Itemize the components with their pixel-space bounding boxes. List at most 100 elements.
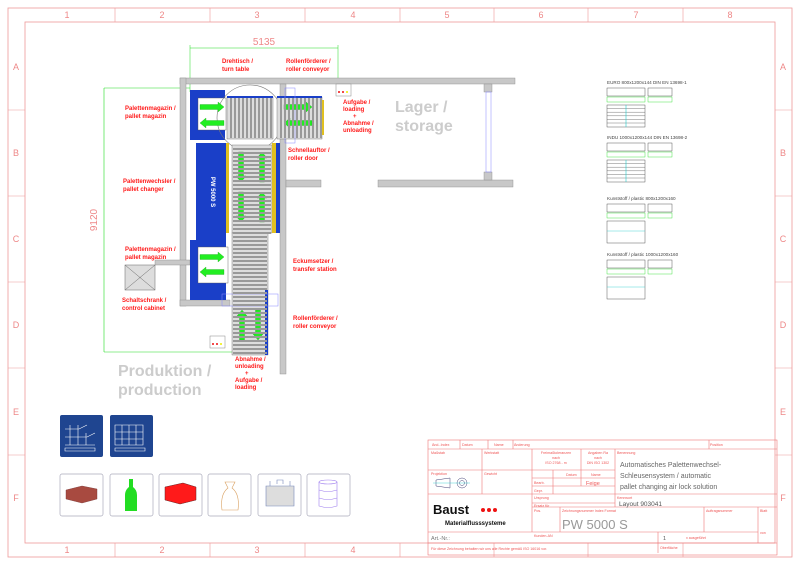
storage-area-label: Lager / storage [395,99,453,135]
tb-label: ISO 2768 - m [545,461,566,465]
label-line: loading [235,385,257,391]
col-label: 8 [727,10,732,20]
row-label: D [13,320,20,330]
label-roller-conveyor-bottom: Rollenförderer / roller conveyor [293,316,338,330]
conveyor-rollers [233,236,267,354]
machine-label: PW 5000 S [209,177,215,207]
label-line: Rollenförderer / [286,59,331,65]
indicator-light-icon [220,343,222,345]
indicator-light-icon [338,91,340,93]
designation-line: pallet changing air lock solution [620,484,717,491]
row-label: F [13,493,19,503]
pallet-spec-list: EURO 800x1200x144 DIN EN 13698-1 INDU 10… [606,80,688,300]
load-type-icons [59,415,351,517]
green-arrow-icon [199,117,225,129]
production-area-label: Produktion / production [118,363,212,399]
label-line: pallet magazin [125,255,167,261]
row-label: C [13,234,20,244]
tb-label: Maßstab [431,451,445,455]
tb-label: Oberfläche [660,546,678,550]
row-labels-right: A B C D E F [780,62,787,503]
label-line: unloading [235,364,264,370]
label-line: unloading [343,128,372,134]
tb-label: Blatt [760,509,767,513]
pallet-drawing [606,259,673,300]
designation-line: Automatisches Palettenwechsel- [620,462,722,469]
label-line: roller conveyor [286,67,330,73]
green-arrow-icon [199,101,225,113]
row-label: F [780,493,786,503]
row-label: A [13,62,19,72]
dimension-width-value: 5135 [253,37,276,48]
sack-icon [207,473,252,517]
article-number-label: Art.-Nr.: [431,536,450,542]
dimension-height-value: 9120 [89,208,100,231]
row-labels-left: A B C D E F [13,62,20,503]
pallet-spec-title: Kunststoff / plastic 1000x1200x160 [607,252,679,257]
row-label: B [780,148,786,158]
tb-label: Datum [566,473,577,477]
tb-label: Auftragsnummer [706,509,733,513]
tb-label: Projektion [431,472,447,476]
tb-label: DIN ISO 1302 [587,461,609,465]
label-line: Rollenförderer / [293,316,338,322]
label-line: + [245,371,249,377]
label-line: roller conveyor [293,324,337,330]
label-line: pallet magazin [125,114,167,120]
label-line: Palettenmagazin / [125,106,176,112]
label-line: Schnellauftor / [288,148,330,154]
tb-label: Änderung [514,443,530,447]
title-block: Änd.-Index Datum Name Änderung Position … [427,439,778,556]
tb-label: Pos. [534,509,541,513]
col-label: 1 [64,545,69,555]
label-line: Palettenwechsler / [123,179,176,185]
tb-label: Gewicht [484,472,497,476]
tb-label: Angaben Ra [588,451,608,455]
indicator-light-icon [342,91,344,93]
col-label: 7 [633,10,638,20]
label-roller-conveyor-top: Rollenförderer / roller conveyor [286,59,331,73]
column-labels-bottom: 1 2 3 4 [64,545,355,555]
pallet-spec-title: Kunststoff / plastic 800x1200x160 [607,196,676,201]
green-arrow-icon [199,251,225,263]
label-loading-top: Aufgabe / loading + Abnahme / unloading [343,100,374,134]
dimension-width: 5135 [189,37,339,95]
tb-label: Ursprung [534,496,549,500]
full-pallet-icon [110,415,153,457]
pallet-spec-title: EURO 800x1200x144 DIN EN 13698-1 [607,80,687,85]
drum-icon [306,473,351,517]
indicator-light-icon [216,343,218,345]
col-label: 1 [64,10,69,20]
tb-label: nach [552,456,560,460]
crate-icon [158,473,203,517]
label-pallet-magazine-bottom: Palettenmagazin / pallet magazin [125,247,176,261]
pallet-drawing [606,87,673,128]
label-transfer-station: Eckumsetzer / transfer station [293,259,337,273]
conveyor-rollers [230,98,272,138]
label-control-cabinet: Schaltschrank / control cabinet [122,298,167,312]
col-label: 3 [254,10,259,20]
tb-label: Datum [462,443,473,447]
area-label-line: Lager / [395,99,448,116]
col-label: 5 [444,10,449,20]
keyword-value: Layout 903041 [619,501,662,508]
pallet-drawing [606,203,673,244]
indicator-light-icon [346,91,348,93]
carton-icon [59,473,104,517]
company-logo: Baust Materialflusssysteme [433,502,506,527]
indicator-light-icon [212,343,214,345]
drawing-number: PW 5000 S [562,517,628,532]
quantity-value: 1 [663,536,666,542]
area-label-line: storage [395,118,453,135]
tb-label: Ersatz für [534,504,550,508]
col-label: 2 [159,10,164,20]
row-label: B [13,148,19,158]
label-line: Eckumsetzer / [293,259,334,265]
label-line: Palettenmagazin / [125,247,176,253]
col-label: 2 [159,545,164,555]
area-label-line: Produktion / [118,363,212,380]
company-subtitle: Materialflusssysteme [445,521,506,527]
copyright-notice: Für diese Zeichnung behalten wir uns all… [431,547,547,551]
area-label-line: production [118,382,202,399]
